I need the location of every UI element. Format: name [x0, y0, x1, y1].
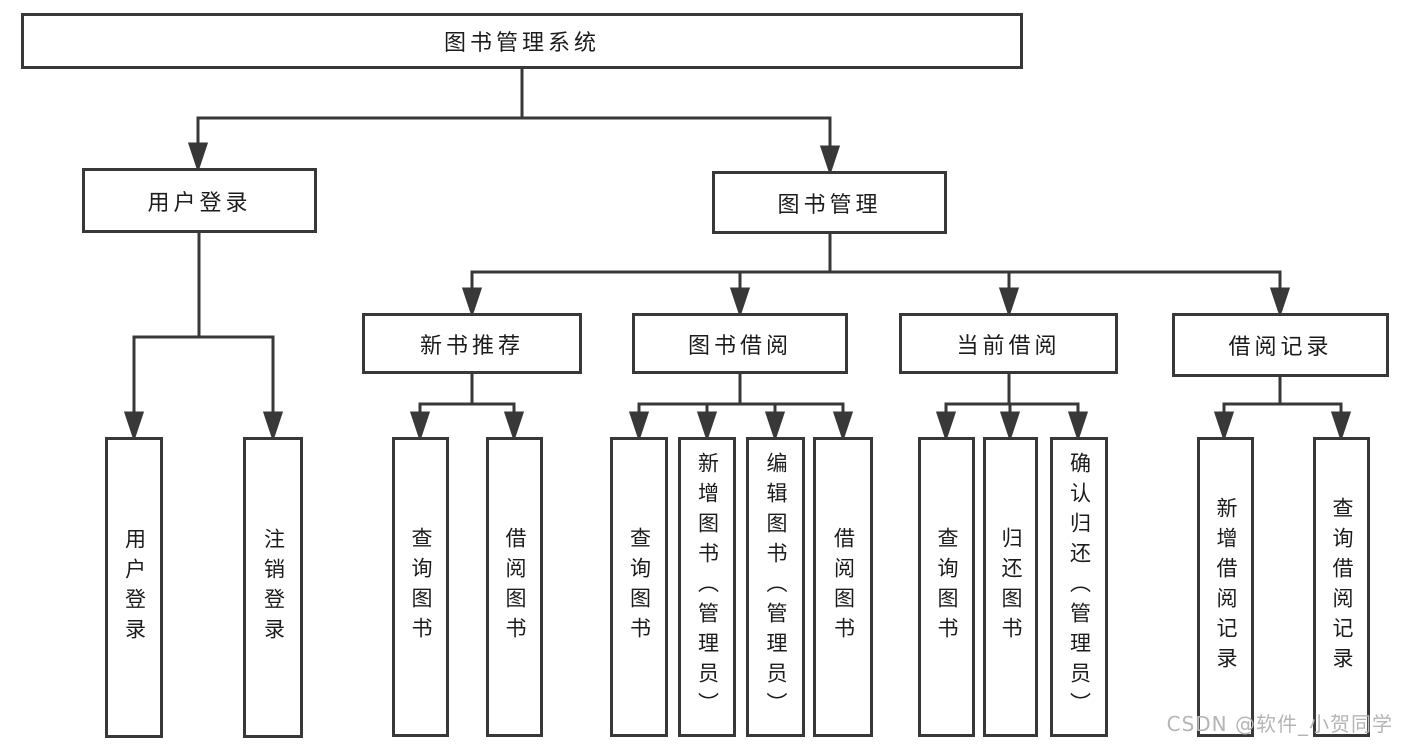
- leaf-logout: 注销登录: [243, 437, 303, 738]
- leaf-borrow-query-books: 查询图书: [610, 437, 668, 737]
- node-root: 图书管理系统: [21, 13, 1023, 69]
- connector-user-login-branch: [123, 231, 284, 442]
- leaf-records-add-record: 新增借阅记录: [1197, 437, 1254, 737]
- leaf-user-login: 用户登录: [105, 437, 163, 738]
- leaf-borrow-add-books-admin: 新增图书（管理员）: [678, 437, 736, 737]
- connector-new-book-branch: [409, 372, 525, 442]
- node-borrowing-records: 借阅记录: [1172, 313, 1389, 377]
- leaf-borrow-edit-books-admin: 编辑图书（管理员）: [746, 437, 805, 737]
- node-new-book-recommend: 新书推荐: [362, 313, 582, 374]
- leaf-borrow-borrow-books: 借阅图书: [813, 437, 873, 737]
- leaf-records-query-record: 查询借阅记录: [1313, 437, 1370, 737]
- node-book-borrowing: 图书借阅: [632, 313, 848, 374]
- node-book-management: 图书管理: [712, 171, 947, 234]
- connector-root-branch: [187, 67, 841, 176]
- connector-book-management-branch: [461, 232, 1291, 318]
- leaf-current-return-books: 归还图书: [983, 437, 1038, 737]
- connector-current-borrow-branch: [935, 372, 1089, 442]
- leaf-newbook-borrow-books: 借阅图书: [486, 437, 543, 737]
- leaf-current-confirm-return-admin: 确认归还（管理员）: [1050, 437, 1108, 737]
- watermark-text: CSDN @软件_小贺同学: [1166, 712, 1393, 736]
- node-current-borrowing: 当前借阅: [899, 313, 1118, 374]
- leaf-newbook-query-books: 查询图书: [392, 437, 449, 737]
- leaf-current-query-books: 查询图书: [918, 437, 975, 737]
- node-user-login: 用户登录: [82, 168, 317, 233]
- connector-borrow-records-branch: [1213, 375, 1352, 442]
- connector-book-borrow-branch: [628, 372, 854, 442]
